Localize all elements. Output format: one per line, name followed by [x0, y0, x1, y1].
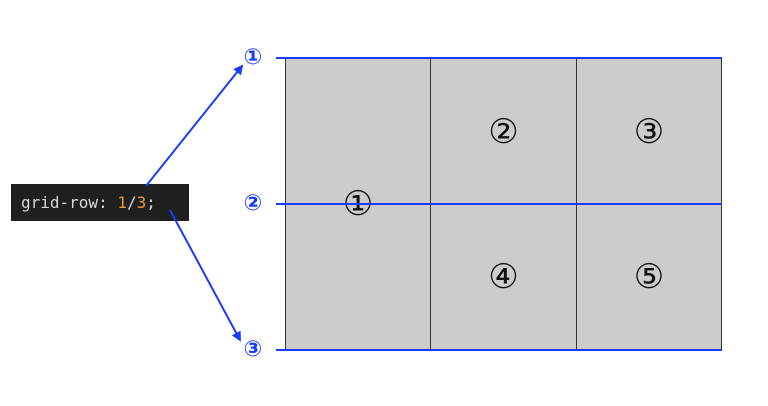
- line-label-3: ③: [243, 337, 263, 362]
- grid-cell-5: ⑤: [576, 204, 722, 350]
- grid-cell-3-label: ③: [633, 111, 665, 152]
- code-end-value: 3: [136, 193, 147, 212]
- line-label-1: ①: [243, 45, 263, 70]
- grid-cell-2-label: ②: [488, 111, 519, 152]
- grid-cell-5-label: ⑤: [633, 257, 665, 297]
- grid-cell-2: ②: [430, 58, 577, 205]
- code-property: grid-row:: [21, 193, 108, 212]
- code-start-value: 1: [117, 193, 127, 212]
- code-semicolon: ;: [146, 193, 156, 212]
- arrow-to-line-3: [169, 209, 241, 342]
- grid-cell-4-label: ④: [488, 257, 519, 297]
- line-label-2: ②: [243, 191, 263, 216]
- arrow-to-line-1: [145, 64, 244, 187]
- code-slash: /: [126, 193, 137, 212]
- grid-cell-4: ④: [430, 204, 577, 350]
- code-snippet: grid-row: 1/3;: [11, 184, 189, 221]
